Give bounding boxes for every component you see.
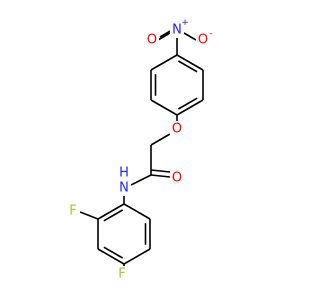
ring-b-bond [123,203,151,220]
nitro-nitrogen-label: N [172,23,182,38]
ring-a-double-bond [177,60,198,73]
ring-a-bond [176,54,204,71]
bonds-group [79,29,204,267]
ring-b-bond [123,248,151,265]
ether-oxygen-label: O [172,122,182,137]
c-f-ortho-bond [79,211,99,220]
nitro-n-o-bond [183,32,197,41]
nitro-oxygen-charge: - [209,29,212,39]
carbonyl-oxygen-label: O [172,171,182,186]
carbonyl-n-bond [130,174,152,186]
ring-b-double-bond [103,246,124,259]
molecule-structure: N + O O - O O H N F F [69,18,213,282]
carbonyl-double-bond-inner [150,169,171,173]
ring-a-bond [150,99,178,116]
para-fluorine-label: F [118,267,125,282]
amide-hydrogen-label: H [119,166,129,181]
ring-b-double-bond [103,209,124,222]
amide-nitrogen-label: N [119,181,129,196]
nitro-oxygen-left-label: O [147,33,157,48]
o-ch2-bond [150,133,171,146]
nitro-n-o-bond [157,32,171,41]
ring-b-bond [97,203,125,220]
ring-a-bond [150,54,178,71]
ortho-fluorine-label: F [69,204,76,219]
nitro-oxygen-right-label: O [198,33,208,48]
ring-a-double-bond [177,97,198,110]
ring-a-bond [176,99,204,116]
ring-b-bond [97,248,125,265]
nitro-nitrogen-charge: + [181,18,189,28]
carbonyl-double-bond [150,174,171,178]
